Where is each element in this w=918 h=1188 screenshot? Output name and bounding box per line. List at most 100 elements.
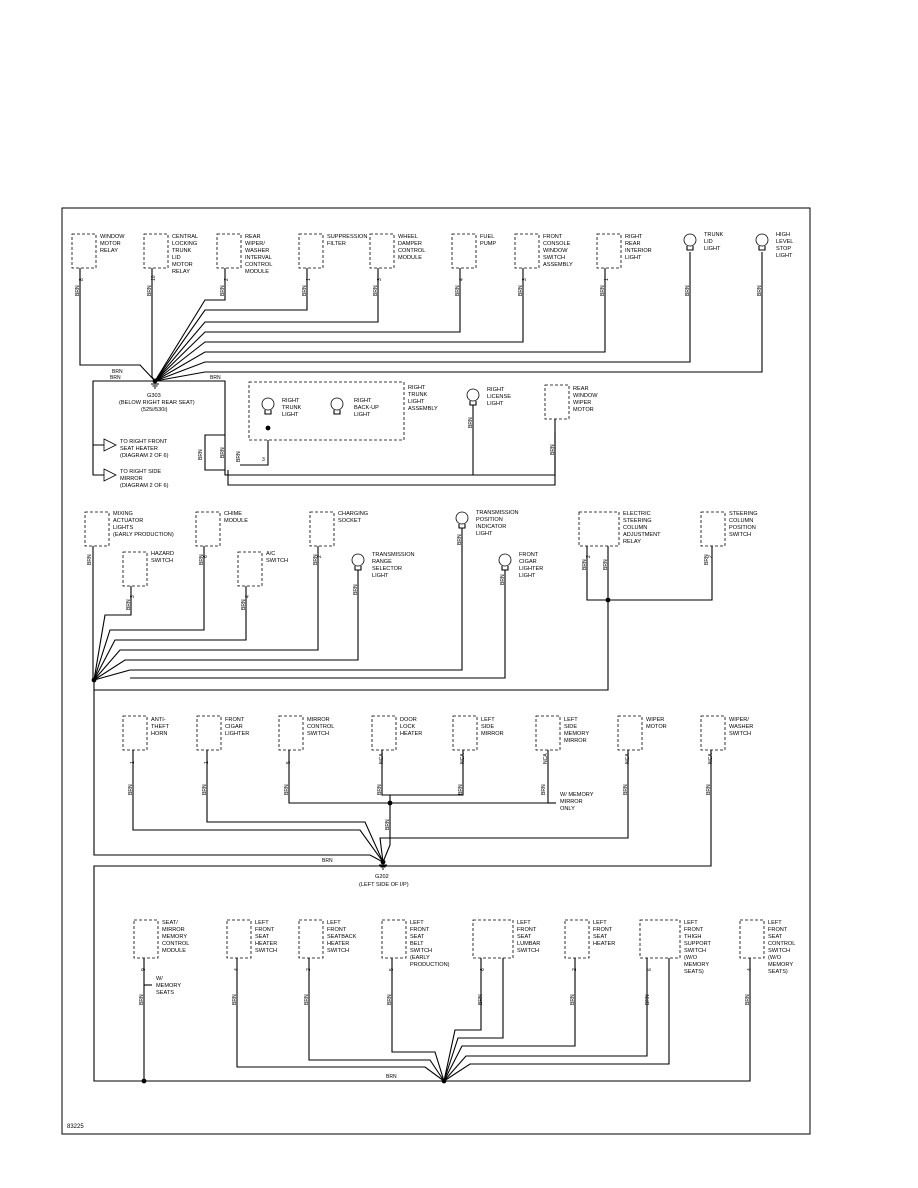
wires	[79, 252, 763, 1082]
left_front_seat_belt_switch-line: LEFT	[410, 920, 424, 926]
left_front_seat_belt_switch-line: PRODUCTION)	[410, 962, 450, 968]
wire-color-label: BRN	[128, 784, 134, 795]
steering_column_relay-line: ADJUSTMENT	[623, 532, 661, 538]
right-backup-light-line: LIGHT	[354, 412, 371, 418]
chime_module-line: MODULE	[224, 518, 248, 524]
diagram-frame	[61, 207, 811, 1135]
steering-wire	[586, 546, 713, 601]
steering_column_relay-line: STEERING	[623, 518, 652, 524]
front_cigar_lighter_light-line: FRONT	[519, 552, 539, 558]
steering_column_position_switch-line: SWITCH	[729, 532, 751, 538]
wire-color-label: BRN	[322, 858, 333, 864]
high_level_stop_light-line: LEVEL	[776, 239, 793, 245]
rear_wiper_module-line: MODULE	[245, 269, 269, 275]
charging_socket-box	[309, 511, 335, 547]
wire-color-label: BRN	[232, 994, 238, 1005]
seat_mirror_memory_module-line: MEMORY	[162, 934, 187, 940]
right_rear_interior_light-pin: 1	[604, 278, 610, 281]
anti_theft_horn-line: ANTI-	[151, 717, 166, 723]
suppression_filter-line: FILTER	[327, 241, 346, 247]
wire-color-label: BRN	[458, 784, 464, 795]
front_cigar_lighter-pin: 1	[204, 761, 210, 764]
left_front_seat_lumbar_switch-line: LEFT	[517, 920, 531, 926]
rear_wiper_module-line: REAR	[245, 234, 261, 240]
trans_range_selector-line: RANGE	[372, 559, 392, 565]
right_front_seat_heater-line: TO RIGHT FRONT	[120, 439, 168, 445]
components	[71, 233, 769, 1084]
left_side_mirror-line: LEFT	[481, 717, 495, 723]
wire-color-label: BRN	[87, 554, 93, 565]
central_locking-line: LOCKING	[172, 241, 197, 247]
left_front_seat_lumbar_switch-pin: 6	[480, 968, 486, 971]
front_cigar_lighter_light-bulb-base	[501, 566, 509, 571]
ac_switch-pin: 4	[245, 595, 251, 598]
left_front_seat_heater-pin: 2	[572, 968, 578, 971]
rear_wiper_module-box	[216, 233, 242, 269]
wire-color-label: BRN	[704, 554, 710, 565]
left_front_seat_control_switch-line: FRONT	[768, 927, 788, 933]
left_front_thigh_support_switch-line: FRONT	[684, 927, 704, 933]
trunk-light-assembly-box	[248, 381, 405, 441]
window_motor_relay-line: RELAY	[100, 248, 118, 254]
right_rear_interior_light-line: REAR	[625, 241, 641, 247]
wire-color-label: BRN	[220, 447, 226, 458]
mixing_actuator-line: LIGHTS	[113, 525, 133, 531]
wire-color-label: BRN	[236, 451, 242, 462]
trunk-assembly-label-line: RIGHT	[408, 385, 426, 391]
ac_switch-box	[237, 551, 263, 587]
wire-color-label: BRN	[603, 559, 609, 570]
door_lock_heater-line: DOOR	[400, 717, 417, 723]
wire-color-label: BRN	[623, 784, 629, 795]
wire-color-label: BRN	[570, 994, 576, 1005]
right-backup-light-line: BACK-UP	[354, 405, 379, 411]
wheel_damper-line: MODULE	[398, 255, 422, 261]
left_front_thigh_support_switch-line: THIGH	[684, 934, 701, 940]
right-license-light-line: LIGHT	[487, 401, 504, 407]
steering_column_relay-box	[578, 511, 620, 547]
trans_position_indicator-line: INDICATOR	[476, 524, 506, 530]
wiper_washer_switch-line: SWITCH	[729, 731, 751, 737]
right-backup-light-bulb-base	[333, 410, 341, 415]
steering_column_relay-line: COLUMN	[623, 525, 647, 531]
chime_module-wire	[93, 546, 205, 681]
right_front_seat_heater-connector-icon	[103, 438, 117, 452]
memory-seats-note-line: W/	[156, 976, 163, 982]
left_front_seat_heater-line: LEFT	[593, 920, 607, 926]
door_lock_heater-line: HEATER	[400, 731, 422, 737]
seat_mirror_memory_module-pin: 9	[141, 968, 147, 971]
trans_position_indicator-line: POSITION	[476, 517, 503, 523]
fuel_pump-line: PUMP	[480, 241, 496, 247]
front_console_switch-line: CONSOLE	[543, 241, 571, 247]
wire-color-label: BRN	[220, 285, 226, 296]
window_motor_relay-line: MOTOR	[100, 241, 121, 247]
high_level_stop_light-line: LIGHT	[776, 253, 793, 259]
g202-splice	[380, 859, 386, 865]
chime_module-box	[195, 511, 221, 547]
wire-color-label: BRN	[147, 285, 153, 296]
left-side-mirror-wire	[389, 750, 464, 803]
left_front_seat_control_switch-line: LEFT	[768, 920, 782, 926]
front_cigar_lighter-line: FRONT	[225, 717, 245, 723]
rear_wiper_module-line: INTERVAL	[245, 255, 272, 261]
wiper_motor-line: MOTOR	[646, 724, 667, 730]
fuel_pump-pin: 4	[459, 278, 465, 281]
steering_column_relay-line: ELECTRIC	[623, 511, 651, 517]
door-lock-heater-wire	[381, 750, 390, 796]
mixing_actuator-box	[84, 511, 110, 547]
wire-color-label: BRN	[126, 599, 132, 610]
left_front_seat_heater_switch-line: FRONT	[255, 927, 275, 933]
charging_socket-wire	[93, 546, 319, 681]
central_locking-line: RELAY	[172, 269, 190, 275]
seat_mirror_memory_module-line: MODULE	[162, 948, 186, 954]
lumbar-wire-1	[443, 958, 482, 1082]
left_front_seat_heater_switch-line: SWITCH	[255, 948, 277, 954]
suppression_filter-wire	[154, 268, 308, 382]
left_front_thigh_support_switch-line: MEMORY	[684, 962, 709, 968]
left_front_seat_heater-line: SEAT	[593, 934, 608, 940]
steering-splice	[605, 597, 611, 603]
right_rear_interior_light-line: LIGHT	[625, 255, 642, 261]
wire-color-label: BRN	[541, 784, 547, 795]
trans_position_indicator-line: LIGHT	[476, 531, 493, 537]
mirror_control_switch-box	[278, 715, 304, 751]
front-cigar-lighter-wire	[206, 750, 384, 863]
